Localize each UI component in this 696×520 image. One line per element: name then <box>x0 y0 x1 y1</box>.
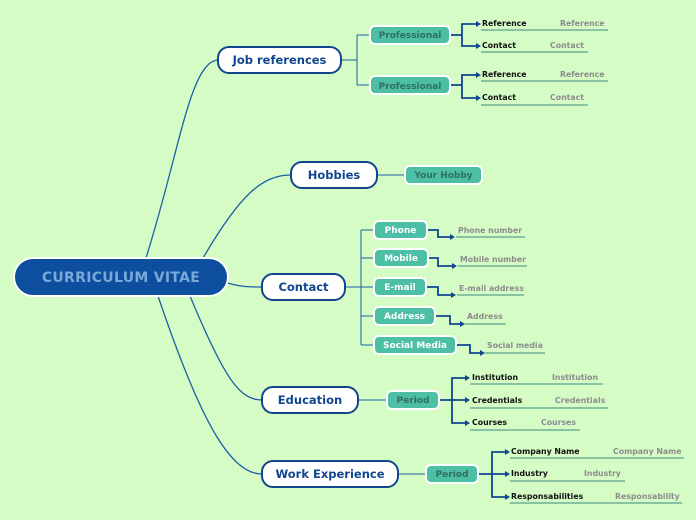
root-node[interactable]: CURRICULUM VITAE <box>13 257 229 297</box>
leaf-contact-items-1-label: Mobile <box>384 254 418 264</box>
node-contact[interactable]: Contact <box>261 273 346 301</box>
leaf-education-rows-0-value: Institution <box>552 373 598 382</box>
node-address[interactable]: Address <box>373 306 436 326</box>
leaf-job-references-groups-0-rows-1-value: Contact <box>550 41 584 50</box>
node-professional-1[interactable]: Professional <box>369 25 451 45</box>
node-job-references[interactable]: Job references <box>217 46 342 74</box>
node-work-period[interactable]: Period <box>425 464 479 484</box>
leaves-contact: Phone number Mobile number E-mail addres… <box>458 226 543 350</box>
leaves-education: Institution Institution Credentials Cred… <box>472 373 606 427</box>
branch-connectors <box>341 34 427 475</box>
contact-label: Contact <box>278 280 329 294</box>
leaves-job-references: Reference Reference Contact Contact Refe… <box>482 19 605 102</box>
root-label: CURRICULUM VITAE <box>42 270 200 286</box>
node-education[interactable]: Education <box>261 386 359 414</box>
node-education-period[interactable]: Period <box>386 390 440 410</box>
leaf-work-experience-rows-2-value: Responsability <box>615 492 680 501</box>
leaf-education-rows-2-value: Courses <box>541 418 576 427</box>
leaf-work-experience-rows-2-label: Responsabilities <box>511 492 584 501</box>
connector-root-contact <box>223 281 263 288</box>
leaf-work-experience-rows-0-label: Company Name <box>511 447 580 456</box>
leaf-education-rows-1-label: Credentials <box>472 396 523 405</box>
node-social-media[interactable]: Social Media <box>373 335 457 355</box>
node-work-experience[interactable]: Work Experience <box>261 460 399 488</box>
node-mobile[interactable]: Mobile <box>373 248 429 268</box>
leaf-contact-items-1-value: Mobile number <box>460 255 526 264</box>
leaf-education-rows-2-label: Courses <box>472 418 507 427</box>
leaf-contact-items-3-value: Address <box>467 312 503 321</box>
leaves-work-experience: Company Name Company Name Industry Indus… <box>511 447 682 501</box>
leaf-job-references-groups-1-rows-1-value: Contact <box>550 93 584 102</box>
hobbies-label: Hobbies <box>308 168 361 182</box>
connector-root-job-references <box>145 59 219 259</box>
leaf-job-references-groups-1-rows-0-value: Reference <box>560 70 605 79</box>
leaf-work-experience-rows-0-value: Company Name <box>613 447 682 456</box>
leaf-job-references-groups-0-rows-1-label: Contact <box>482 41 516 50</box>
connector-root-hobbies <box>202 174 292 259</box>
node-email[interactable]: E-mail <box>373 277 427 297</box>
node-your-hobby[interactable]: Your Hobby <box>404 165 483 185</box>
work-experience-label: Work Experience <box>275 467 384 481</box>
leaf-contact-items-2-value: E-mail address <box>459 284 524 293</box>
root-connectors <box>145 59 292 475</box>
leaf-contact-items-2-label: E-mail <box>384 283 416 293</box>
leaf-education-rows-1-value: Credentials <box>555 396 606 405</box>
leaf-education-rows-0-label: Institution <box>472 373 518 382</box>
node-hobbies[interactable]: Hobbies <box>290 161 378 189</box>
leaf-contact-items-0-value: Phone number <box>458 226 522 235</box>
leaf-job-references-groups-0-rows-0-value: Reference <box>560 19 605 28</box>
node-professional-2[interactable]: Professional <box>369 75 451 95</box>
education-label: Education <box>278 393 342 407</box>
leaf-work-experience-rows-1-label: Industry <box>511 469 548 478</box>
leaf-job-references-groups-1-label: Professional <box>379 82 442 92</box>
job-references-label: Job references <box>232 53 327 67</box>
leaf-connectors <box>426 21 510 500</box>
arrowheads <box>450 21 510 500</box>
leaf-job-references-groups-0-label: Professional <box>379 31 442 41</box>
node-phone[interactable]: Phone <box>373 220 428 240</box>
leaf-contact-items-4-label: Social Media <box>383 341 447 351</box>
leaf-contact-items-3-label: Address <box>384 312 425 322</box>
leaf-job-references-groups-0-rows-0-label: Reference <box>482 19 527 28</box>
connector-root-education <box>189 295 263 401</box>
leaf-work-experience-group: Period <box>436 470 469 480</box>
leaf-job-references-groups-1-rows-0-label: Reference <box>482 70 527 79</box>
connector-root-work-experience <box>157 295 263 475</box>
leaf-hobbies-item: Your Hobby <box>413 171 472 181</box>
leaf-job-references-groups-1-rows-1-label: Contact <box>482 93 516 102</box>
leaf-contact-items-4-value: Social media <box>487 341 543 350</box>
leaf-underlines <box>456 29 684 504</box>
leaf-education-group: Period <box>397 396 430 406</box>
leaf-work-experience-rows-1-value: Industry <box>584 469 621 478</box>
leaf-contact-items-0-label: Phone <box>385 226 417 236</box>
